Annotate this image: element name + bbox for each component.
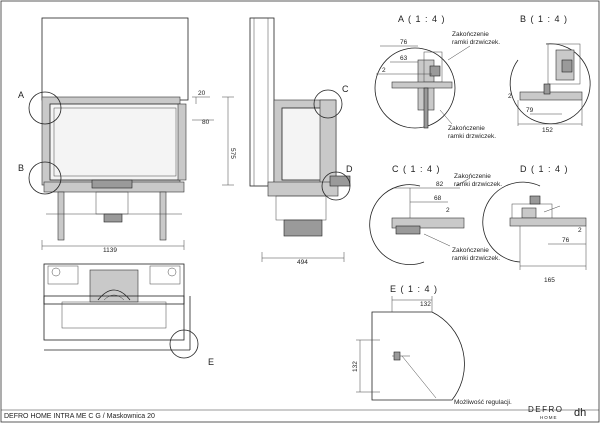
detail-a-dim-63: 63	[400, 55, 408, 62]
front-dim-80: 80	[202, 119, 210, 126]
detail-b-dim-79: 79	[526, 107, 534, 114]
detail-c-dim-2: 2	[446, 207, 450, 214]
front-callout-b: B	[18, 163, 24, 173]
detail-d	[482, 181, 587, 270]
detail-c	[369, 177, 471, 266]
detail-e-note: Możliwość regulacji.	[454, 399, 512, 406]
logo-word: DEFRO	[528, 405, 564, 414]
logo-sub: HOME	[540, 415, 558, 420]
detail-c-note-bottom-2: ramki drzwiczek.	[452, 255, 500, 262]
detail-c-note-bottom-1: Zakończenie	[452, 247, 489, 254]
detail-a-title: A ( 1 : 4 )	[398, 14, 446, 24]
front-dim-1139: 1139	[103, 247, 117, 254]
detail-a-note-bottom-1: Zakończenie	[448, 125, 485, 132]
detail-d-dim-76: 76	[562, 237, 570, 244]
footer-caption: DEFRO HOME INTRA ME C G / Maskownica 20	[4, 413, 155, 420]
front-callout-a: A	[18, 90, 24, 100]
detail-a	[374, 45, 471, 129]
side-dim-494: 494	[297, 259, 308, 266]
detail-c-dim-82: 82	[436, 181, 444, 188]
side-callout-d: D	[346, 164, 353, 174]
detail-b-dim-2: 2	[508, 93, 512, 100]
detail-a-note-bottom-2: ramki drzwiczek.	[448, 133, 496, 140]
detail-a-dim-2: 2	[382, 67, 386, 74]
defro-home-logo: DEFRO HOME dh	[528, 405, 586, 420]
callout-circle-c	[313, 89, 343, 119]
detail-d-title: D ( 1 : 4 )	[520, 164, 569, 174]
callout-circle-e	[169, 329, 199, 359]
detail-a-note-top-2: ramki drzwiczek.	[452, 39, 500, 46]
callout-circle-b	[28, 161, 62, 195]
detail-e	[356, 296, 465, 401]
callout-circle-a	[28, 91, 62, 125]
detail-c-note-top-1: Zakończenie	[454, 173, 491, 180]
detail-b-title: B ( 1 : 4 )	[520, 14, 568, 24]
front-view	[28, 17, 234, 250]
detail-e-dim-132-h: 132	[420, 301, 431, 308]
detail-c-title: C ( 1 : 4 )	[392, 164, 441, 174]
detail-c-note-top-2: ramki drzwiczek.	[454, 181, 502, 188]
plan-callout-e: E	[208, 357, 214, 367]
callout-circle-d	[321, 171, 351, 201]
plan-view	[43, 263, 199, 359]
side-callout-c: C	[342, 84, 349, 94]
detail-a-dim-76: 76	[400, 39, 408, 46]
detail-b-dim-152: 152	[542, 127, 553, 134]
detail-a-note-top-1: Zakończenie	[452, 31, 489, 38]
detail-c-dim-68: 68	[434, 195, 442, 202]
detail-b	[509, 43, 591, 126]
detail-d-dim-2: 2	[578, 227, 582, 234]
logo-mark: dh	[574, 407, 586, 419]
detail-d-dim-165: 165	[544, 277, 555, 284]
side-view	[249, 17, 351, 262]
detail-e-title: E ( 1 : 4 )	[390, 284, 438, 294]
detail-e-dim-132-v: 132	[352, 361, 359, 372]
front-dim-575: 575	[229, 148, 236, 159]
front-dim-20: 20	[198, 90, 206, 97]
